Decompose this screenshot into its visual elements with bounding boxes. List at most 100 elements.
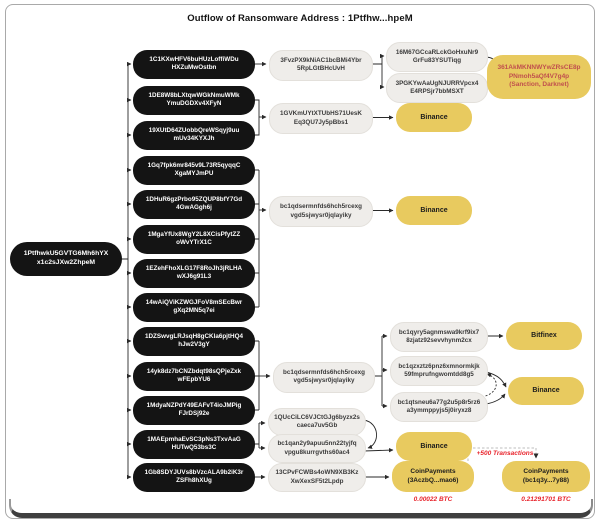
exchange-node-bitfinex: Bitfinex [506,322,582,350]
transactions-count-label: +500 Transactions [476,450,534,457]
exchange-label: CoinPayments [410,468,456,476]
address-line: 1MdyaNZPdY49EAFvT4ioJMPig [146,401,242,409]
address-line: caeca7uv5Gb [296,422,338,429]
window-border [5,4,595,519]
address-line: 59fmprufngwomtdd8g5 [404,371,474,378]
address-line: mUv34KYXJh [173,135,215,142]
address-line: 1DHuR6gzPrbo95ZQUP8bfY7Gd [145,195,243,203]
btc-amount-small-label: 0.00022 BTC [413,496,453,503]
address-line: ZSFh8hXUg [176,477,212,484]
address-line: GrFu83YSUTiqg [412,57,462,64]
address-line: 3FvzPX9kNiAC1bcBMi4Ybr [280,56,362,64]
address-line: wXJ6g91L3 [176,273,212,280]
exchange-label: Binance [420,442,448,450]
address-line: 1C1KXwHFV6buHUzLoffiWDu [149,55,239,63]
exchange-node-binance-1: Binance [396,103,472,132]
exchange-node-coinpayments-1: CoinPayments(3AczbQ...mao6) [392,461,474,492]
address-line: a3ymmppyjs5j0iryxz8 [406,407,472,414]
root-address-node: 1PtfhwkU5GVTG6Mh6hYX x1c2sJXw2ZhpeM [10,242,122,276]
address-line: YmuDGDXv4XFyN [166,100,222,107]
address-line: 361AkMKNNWYwZRsCE8p [497,64,581,72]
address-line: 14yk8dz7bCNZbdqt98sQPjeZxk [146,367,242,375]
exchange-label: Binance [420,206,448,214]
address-line: 13CPvFCWBs4oWN9XB3Kz [275,469,359,477]
btc-amount-large-label: 0.21291701 BTC [521,496,571,503]
address-line: 1QUcCiLC6VJCtGJg6byzx2s [274,413,360,421]
exchange-label: CoinPayments [523,468,569,476]
address-line: HXZuMwOstbn [171,64,217,71]
address-line: bc1qdsermnfds6hch5rcexg [280,203,362,211]
address-line: XgaMYJmPU [174,170,214,177]
address-line: wFEpbYU6 [177,376,211,383]
address-line: 1EZehFhoXLG17F8RoJh3jRLHA [145,264,243,272]
window-bottom-edge [9,499,593,518]
root-address-line1: 1PtfhwkU5GVTG6Mh6hYX [23,250,109,258]
address-line: E4RPSjr7bbMSXT [410,88,464,95]
address-line: 8zjatz92sevvhynm2cx [406,337,472,344]
address-line: bc1qyry5agnmswa9krf9ix7 [398,328,480,336]
address-line: 19XUtD64ZUobbQreWSqyj9uu [148,126,240,134]
address-line: 16M67GCcaRLckGoHxuNr9 [395,48,479,56]
address-line: 1DE8W8bLXtqwWGkNmuWMk [148,91,240,99]
address-line: 5RpLGtBHcUvH [297,65,345,72]
address-line: 14wAiQViKZWGJFoV8mSEcBwr [145,298,243,306]
address-line: FJrDSj92e [178,410,210,417]
address-line: oWvYTrX1C [176,239,212,246]
address-line: Eq3QU7Jy5pBbs1 [293,118,349,126]
exchange-node-binance-2: Binance [396,196,472,225]
address-line: 4GwAGgh6j [176,204,212,211]
exchange-label: Binance [420,113,448,121]
address-line: 1DZSwvgLRJsqH8gCKla6pjtHQ4 [145,332,243,340]
diagram-title: Outflow of Ransomware Address : 1Ptfhw..… [187,13,413,24]
address-line: bc1qzxztz6pnz6xmnormkjk [398,362,480,370]
address-line: bc1qtsneu6a77g2u5p8r5rz6 [397,398,481,406]
address-line: gXq2MN5q7ei [173,307,215,314]
sanction-darknet-node: 361AkMKNNWYwZRsCE8p PNmoh5aQf4V7g4p (San… [487,55,591,99]
address-line: (3AczbQ...mao6) [407,476,459,484]
address-line: XwXexSF5t2Lpdp [290,477,344,485]
address-line: 1MgaYfUx8WgY2L8XCisPfytZZ [147,230,241,238]
address-line: 1MAEpmhaEvSC3pNs3TxvAaG [147,435,241,443]
address-line: 3PGKYwAaUgNJURRVpcx4 [395,79,479,87]
exchange-label: Binance [532,387,560,395]
address-line: 1GVKmUYtXTUbHS71UesK [280,110,362,118]
address-line: vpgu8kurrgvths60ac4 [284,448,350,456]
address-line: 1Gq7fpk6mr845v9L73R5qyqqC [147,161,241,169]
address-line: vgd5sjwysr0jqlayiky [293,377,355,384]
address-line: HUTwQ53bs3C [171,444,217,451]
exchange-label: Bitfinex [531,332,557,340]
address-line: bc1qan2y9apuu5nn22tyjfq [277,440,357,448]
address-line: hJw2V3gY [178,341,210,348]
exchange-node-coinpayments-2: CoinPayments(bc1q3y...7y88) [502,461,590,492]
exchange-node-binance-4: Binance [396,432,472,461]
address-line: (bc1q3y...7y88) [522,476,570,484]
address-line: PNmoh5aQf4V7g4p [508,72,570,80]
address-line: vgd5sjwysr0jqlayiky [290,211,352,219]
exchange-node-binance-3: Binance [508,377,584,405]
sanction-tag: (Sanction, Darknet) [509,81,569,89]
